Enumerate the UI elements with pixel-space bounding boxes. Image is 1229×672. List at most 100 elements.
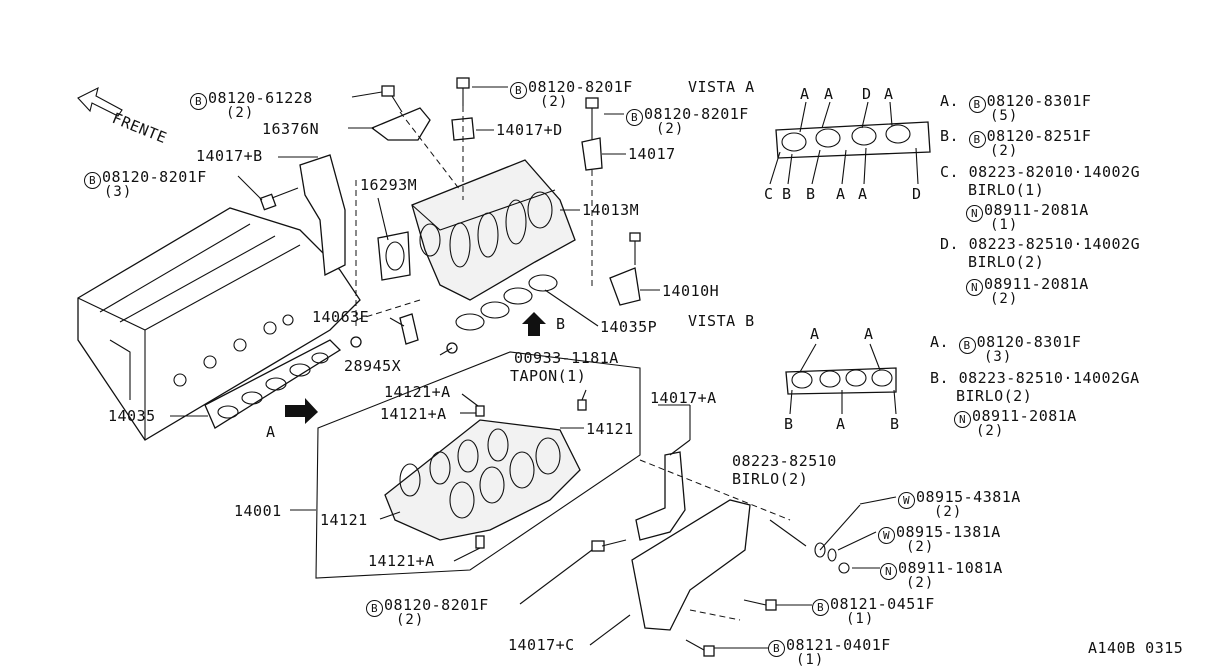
washer-icon <box>814 542 826 558</box>
vista-a-callout: B <box>806 185 816 203</box>
part-label-14121a: 14121+A <box>368 552 435 570</box>
bolt-icon <box>259 187 299 211</box>
part-sublabel-birlo: BIRLO(2) <box>732 470 809 488</box>
lower-manifold-14001 <box>384 419 581 541</box>
gasket-14035 <box>204 339 342 429</box>
bolt-type-icon: B <box>768 640 785 657</box>
stud-icon <box>769 519 807 547</box>
nut-type-icon: N <box>954 411 971 428</box>
qty: (2) <box>656 121 685 137</box>
vista-a-callout: D <box>912 185 922 203</box>
bolt-type-icon: B <box>626 109 643 126</box>
plug-icon <box>475 535 485 549</box>
legend-a-item-d: D. 08223-82510·14002G <box>940 235 1141 253</box>
bolt-type-icon: B <box>968 96 986 113</box>
front-arrow-icon <box>77 86 123 117</box>
bolt-icon <box>685 639 715 657</box>
arrow-a-label: A <box>266 423 276 441</box>
gasket-14035p <box>455 274 558 331</box>
vista-b-title: VISTA B <box>688 312 755 330</box>
part-label-16376n: 16376N <box>262 120 320 138</box>
part-label-16293m: 16293M <box>360 176 418 194</box>
plug-icon <box>475 405 485 417</box>
legend-a-item-c: C. 08223-82010·14002G <box>940 163 1141 181</box>
bolt-type-icon: B <box>190 93 207 110</box>
legend-sublabel: BIRLO(1) <box>968 181 1045 199</box>
washer-icon <box>827 548 837 562</box>
qty: (3) <box>104 184 133 200</box>
qty: (2) <box>990 143 1019 159</box>
vista-a-callout: A <box>858 185 868 203</box>
part-sublabel-tapon: TAPON(1) <box>510 367 587 385</box>
part-label-14121: 14121 <box>586 420 634 438</box>
qty: (1) <box>796 652 825 668</box>
vista-b-callout: B <box>784 415 794 433</box>
diagram-code: A140B 0315 <box>1088 639 1184 657</box>
bolt-type-icon: B <box>366 600 383 617</box>
vista-b-gasket <box>785 367 897 395</box>
part-label-00933-1181a: 00933-1181A <box>514 349 619 367</box>
plug-icon <box>577 399 587 411</box>
part-label-08223-82510: 08223-82510 <box>732 452 837 470</box>
group-box-14001 <box>315 351 641 579</box>
bolt-icon <box>381 85 403 113</box>
qty: (2) <box>396 612 425 628</box>
bolt-icon <box>743 599 777 611</box>
engine-block <box>77 207 361 441</box>
legend-b-item-b: B. 08223-82510·14002GA <box>930 369 1140 387</box>
qty: (1) <box>990 217 1019 233</box>
bolt-type-icon: B <box>958 337 976 354</box>
part-label-14017: 14017 <box>628 145 676 163</box>
bolt-type-icon: B <box>968 131 986 148</box>
vista-b-callout: A <box>810 325 820 343</box>
part-label-14001: 14001 <box>234 502 282 520</box>
part-label-14017d: 14017+D <box>496 121 563 139</box>
vista-a-callout: C <box>764 185 774 203</box>
vista-b-callout: B <box>890 415 900 433</box>
nut-type-icon: N <box>966 279 983 296</box>
qty: (2) <box>906 539 935 555</box>
gasket-16293m <box>377 231 411 281</box>
vista-a-callout: A <box>836 185 846 203</box>
bolt-icon <box>585 97 599 140</box>
bolt-type-icon: B <box>84 172 101 189</box>
bracket-14017c <box>631 499 751 631</box>
qty: (1) <box>846 611 875 627</box>
washer-type-icon: W <box>878 527 895 544</box>
dashed-guides <box>355 106 791 621</box>
nut-icon <box>838 562 850 574</box>
bolt-icon <box>350 336 362 348</box>
part-label-14121a: 14121+A <box>380 405 447 423</box>
part-label-14017c: 14017+C <box>508 636 575 654</box>
part-label-14017a: 14017+A <box>650 389 717 407</box>
qty: (2) <box>906 575 935 591</box>
part-label-14063e: 14063E <box>312 308 370 326</box>
arrow-a-icon <box>285 398 318 424</box>
vista-a-callout: A <box>824 85 834 103</box>
vista-a-gasket <box>775 121 931 159</box>
qty: (2) <box>934 504 963 520</box>
vista-a-callout: D <box>862 85 872 103</box>
washer-type-icon: W <box>898 492 915 509</box>
nut-type-icon: N <box>966 205 983 222</box>
part-label-14035p: 14035P <box>600 318 658 336</box>
bolt-type-icon: B <box>812 599 829 616</box>
arrow-b-label: B <box>556 315 566 333</box>
qty: (2) <box>226 105 255 121</box>
bolt-type-icon: B <box>510 82 527 99</box>
part-label-14035: 14035 <box>108 407 156 425</box>
qty: (2) <box>990 291 1019 307</box>
arrow-up-icon <box>522 312 546 336</box>
